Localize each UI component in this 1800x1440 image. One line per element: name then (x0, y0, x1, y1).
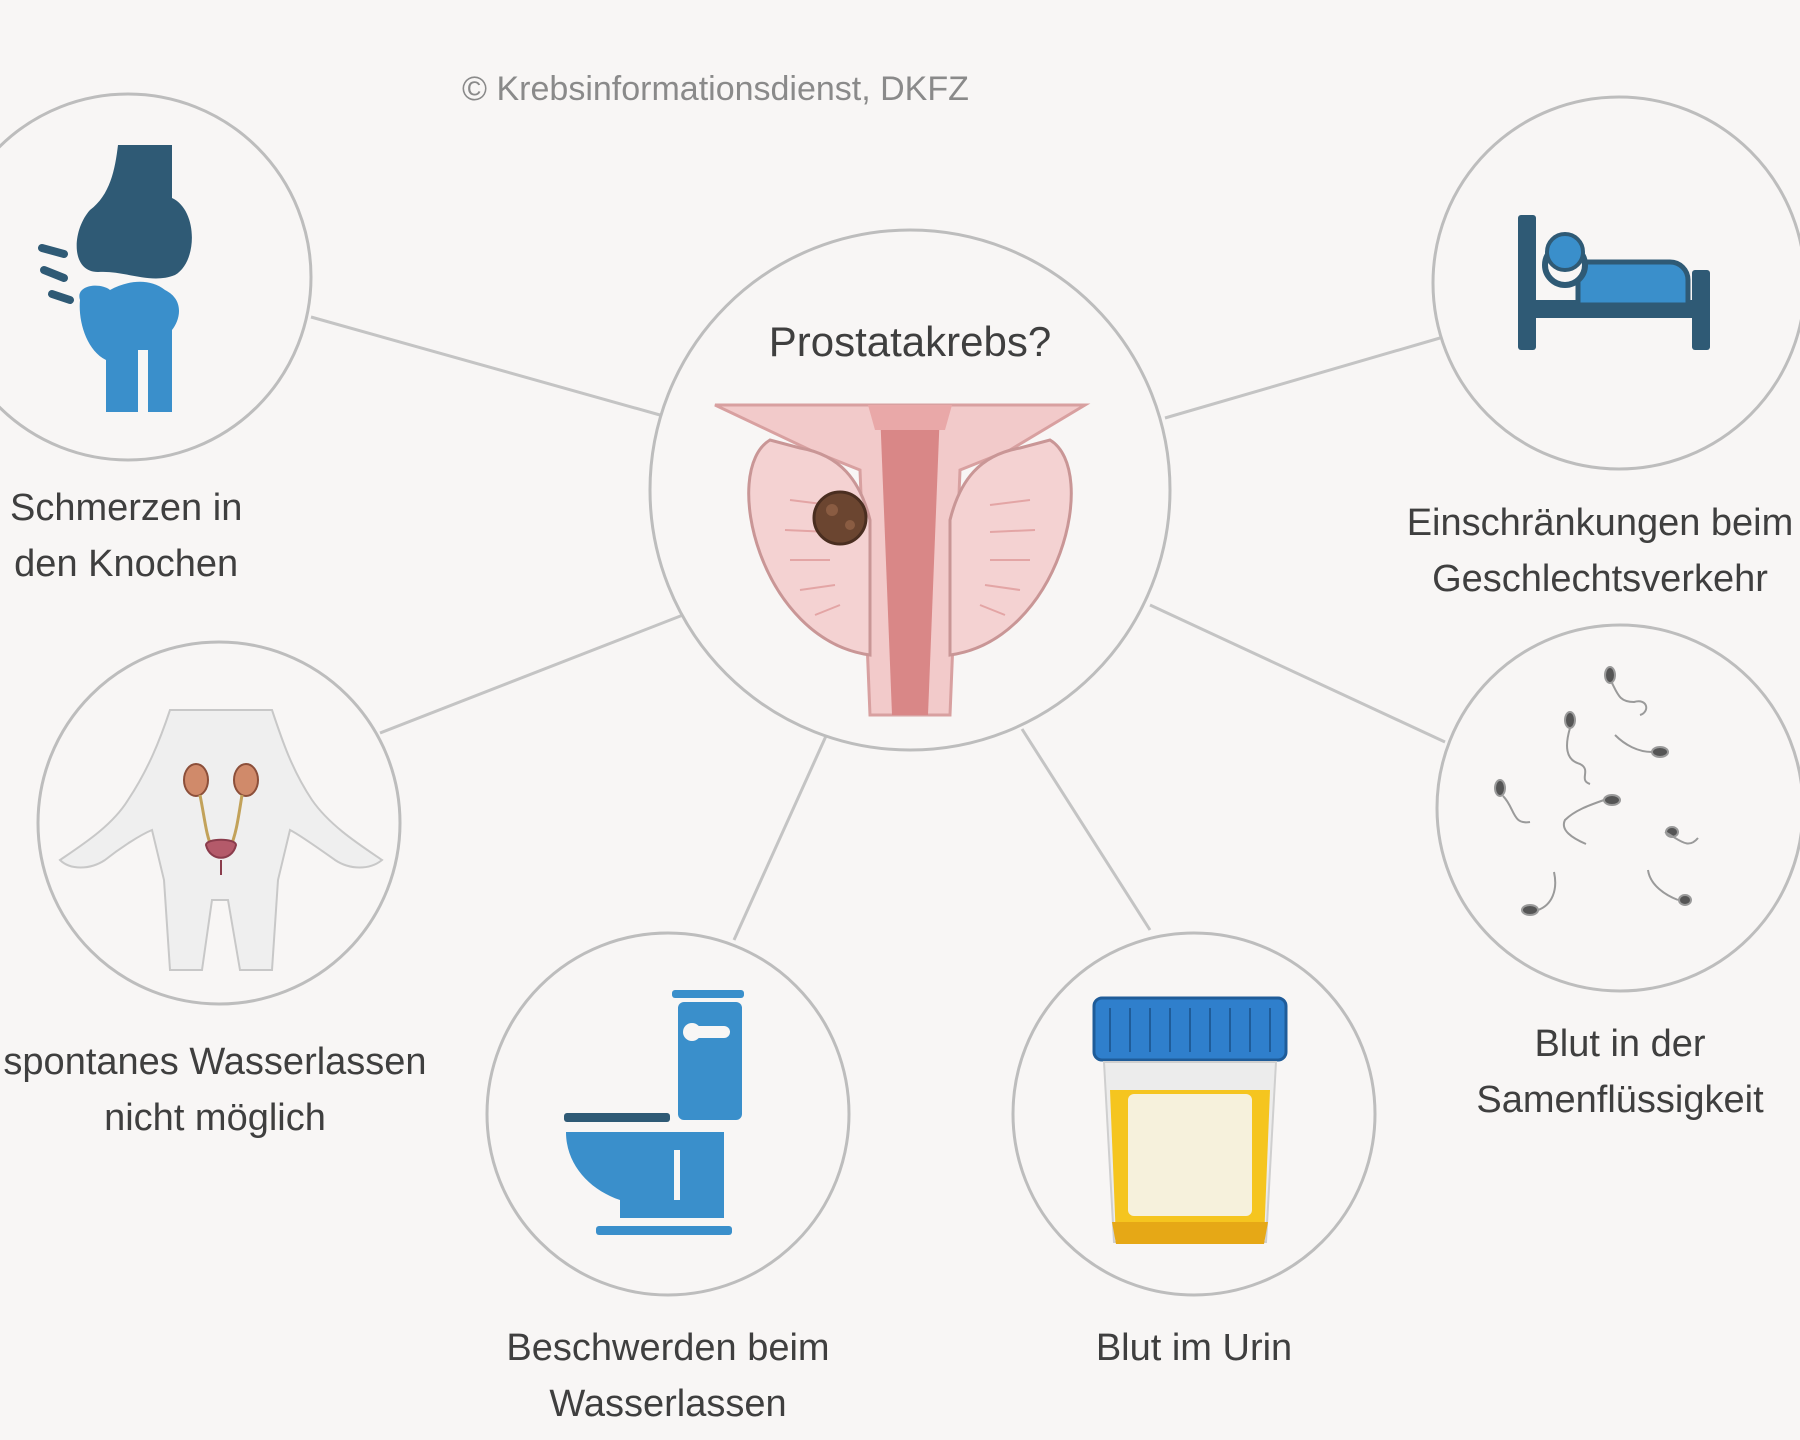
label-line: Geschlechtsverkehr (1432, 558, 1768, 600)
copyright-note: © Krebsinformationsdienst, DKFZ (462, 70, 969, 108)
bed-icon (1518, 215, 1710, 350)
connector-urination-trouble (732, 735, 828, 941)
label-urine-blood: Blut im Urin (1044, 1320, 1344, 1376)
bone-joint-pain-icon (38, 145, 192, 412)
label-line: Wasserlassen (549, 1383, 787, 1425)
circle-semen-blood (1435, 623, 1800, 993)
center-title: Prostatakrebs? (768, 318, 1052, 365)
urine-sample-cup-icon (1092, 996, 1288, 1244)
urinary-system-body-icon (58, 709, 384, 971)
prostate-tumor-illustration (714, 403, 1091, 717)
label-line: Einschränkungen beim (1406, 502, 1794, 544)
label-line: Blut im Urin (1095, 1327, 1293, 1369)
label-line: Blut in der (1534, 1023, 1706, 1065)
label-line: Beschwerden beim (506, 1327, 830, 1369)
connector-sexual-limits (1164, 336, 1441, 420)
label-line: Samenflüssigkeit (1476, 1079, 1764, 1121)
label-bone-pain: Schmerzen in den Knochen (10, 480, 242, 592)
label-semen-blood: Blut in der Samenflüssigkeit (1440, 1016, 1800, 1128)
toilet-icon (564, 990, 744, 1235)
connector-urine-blood (1020, 728, 1152, 931)
connector-lines (310, 315, 1446, 941)
sperm-cells-icon (1494, 666, 1699, 916)
label-urinary-retention: spontanes Wasserlassen nicht möglich (0, 1034, 430, 1146)
label-line: spontanes Wasserlassen (3, 1041, 427, 1083)
label-line: nicht möglich (104, 1097, 326, 1139)
connector-semen-blood (1149, 603, 1446, 744)
label-line: Schmerzen in (10, 487, 243, 529)
label-urination-trouble: Beschwerden beim Wasserlassen (468, 1320, 868, 1432)
connector-urinary-retention (379, 613, 684, 735)
label-line: den Knochen (14, 543, 239, 585)
label-sexual-limits: Einschränkungen beim Geschlechtsverkehr (1400, 495, 1800, 607)
connector-bone-pain (310, 315, 661, 417)
tumor-mass (812, 490, 868, 546)
